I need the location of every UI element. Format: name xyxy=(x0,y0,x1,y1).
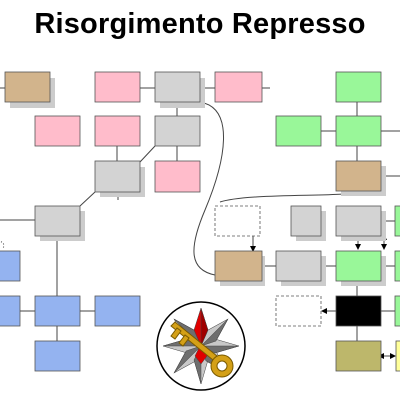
node-gray xyxy=(290,205,322,237)
node-pink xyxy=(214,71,263,103)
node-gray xyxy=(275,250,322,282)
nodes xyxy=(0,71,400,372)
node-yellow xyxy=(395,340,400,372)
node-gray xyxy=(335,205,382,237)
node-pink xyxy=(34,115,81,147)
node-green xyxy=(394,295,400,327)
node-tan xyxy=(4,71,51,103)
node-gray xyxy=(94,160,141,193)
curved-connector xyxy=(219,190,358,203)
node-blue xyxy=(0,250,21,282)
node-pink xyxy=(94,71,141,103)
node-blue xyxy=(34,295,81,327)
node-pink xyxy=(94,115,141,147)
node-green xyxy=(335,250,382,282)
compass-rose-emblem xyxy=(156,301,246,391)
node-green xyxy=(335,115,382,147)
node-green xyxy=(394,250,400,282)
curved-connector xyxy=(193,101,224,276)
node-green xyxy=(275,115,322,147)
node-gray xyxy=(154,71,201,103)
node-pink xyxy=(154,160,201,193)
key-icon xyxy=(170,321,234,378)
node-dashed xyxy=(214,205,261,237)
node-green xyxy=(394,205,400,237)
node-blue xyxy=(0,295,21,327)
dotted-connector xyxy=(0,241,5,249)
node-green xyxy=(335,71,382,103)
connector xyxy=(79,191,96,207)
node-black xyxy=(335,295,382,327)
node-olive xyxy=(335,340,382,372)
node-gray xyxy=(34,205,81,237)
node-tan xyxy=(214,250,263,282)
node-blue xyxy=(94,295,141,327)
node-tan xyxy=(335,160,382,192)
node-blue xyxy=(34,340,81,372)
connector xyxy=(139,145,156,163)
node-gray xyxy=(154,115,201,147)
diagram-title: Risorgimento Represso xyxy=(34,8,366,40)
node-dashed xyxy=(275,295,322,327)
